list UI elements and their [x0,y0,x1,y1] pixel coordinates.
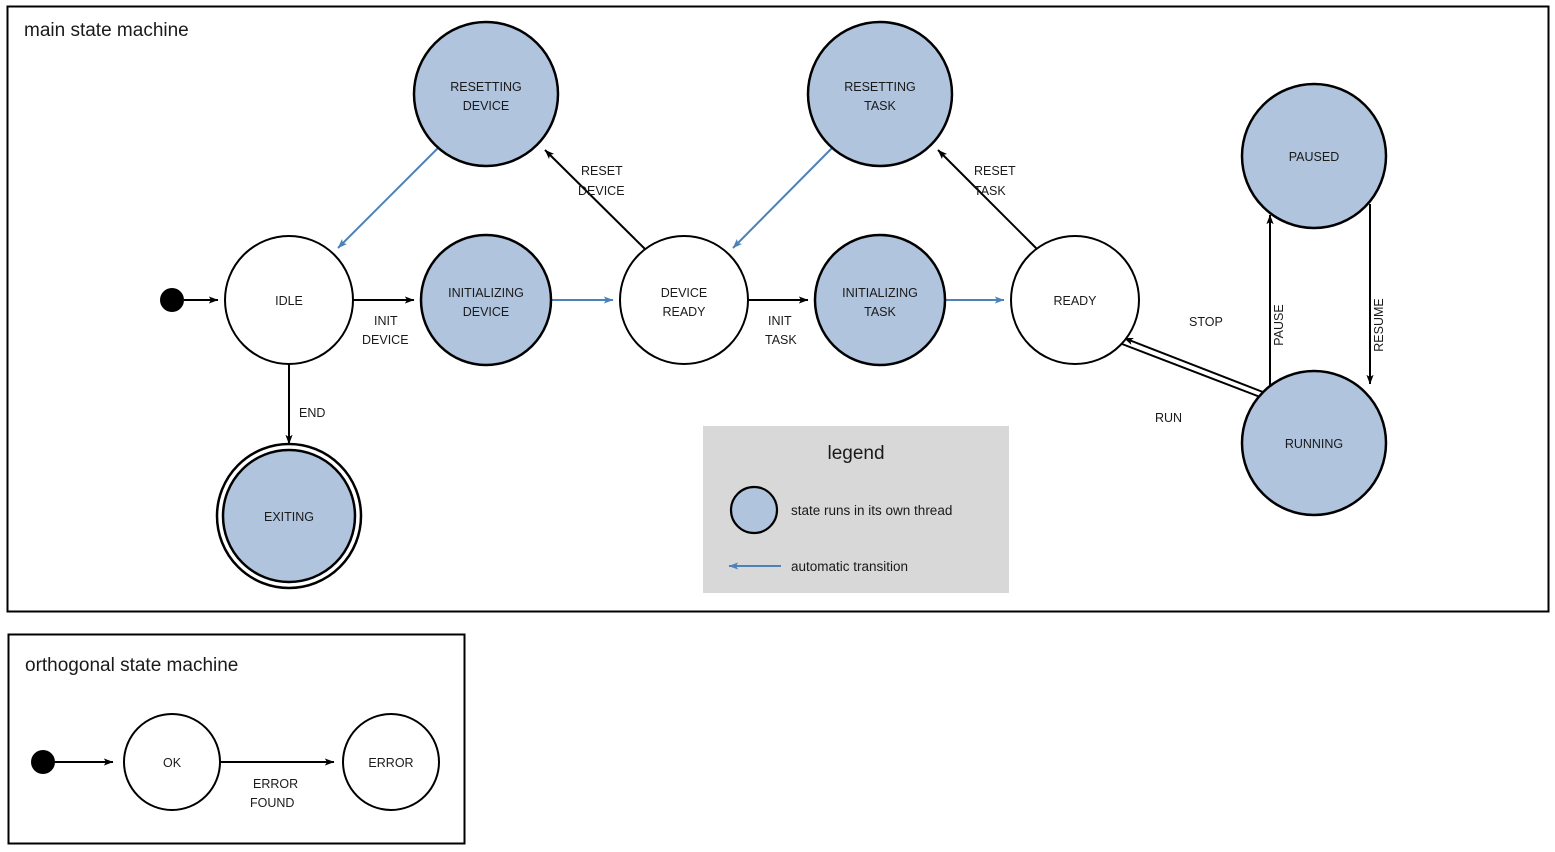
transition-label-reset-task: RESET TASK [974,164,1016,198]
state-resetting-task-label-1: RESETTING [844,80,916,94]
legend-item-automatic-transition: automatic transition [728,559,908,574]
state-resetting-device-label-2: DEVICE [463,99,510,113]
state-initializing-device-label-1: INITIALIZING [448,286,524,300]
svg-text:ERROR: ERROR [253,777,298,791]
transition-device-ready-to-resetting-device [544,149,646,250]
transition-label-pause: PAUSE [1272,304,1286,345]
state-resetting-task-label-2: TASK [864,99,896,113]
state-exiting-label: EXITING [264,510,314,524]
initial-state-marker [160,288,184,312]
state-initializing-task[interactable]: INITIALIZING TASK [813,233,947,367]
legend-title: legend [827,443,884,464]
state-device-ready[interactable]: DEVICE READY [619,235,749,365]
state-initializing-device-label-2: DEVICE [463,305,510,319]
svg-text:TASK: TASK [974,184,1006,198]
transition-label-end: END [299,406,325,420]
state-device-ready-label-2: READY [662,305,706,319]
main-frame-title: main state machine [24,20,189,41]
orthogonal-state-error[interactable]: ERROR [342,713,440,811]
state-exiting[interactable]: EXITING [215,442,363,590]
state-ready[interactable]: READY [1010,235,1140,365]
transition-label-reset-device: RESET DEVICE [578,164,625,198]
transition-resetting-task-to-device-ready [732,147,833,249]
transition-running-to-ready [1123,337,1269,395]
legend-panel: legend state runs in its own thread auto… [703,426,1009,593]
state-initializing-task-label-2: TASK [864,305,896,319]
orthogonal-state-error-label: ERROR [368,756,413,770]
orthogonal-initial-state-marker [31,750,55,774]
legend-item-automatic-transition-label: automatic transition [791,559,908,574]
orthogonal-state-ok[interactable]: OK [123,713,221,811]
svg-text:RESET: RESET [974,164,1016,178]
state-running[interactable]: RUNNING [1240,369,1388,517]
state-resetting-device-label-1: RESETTING [450,80,522,94]
state-idle-label: IDLE [275,294,303,308]
state-resetting-task[interactable]: RESETTING TASK [806,20,954,168]
transition-label-init-device: INIT DEVICE [362,314,409,347]
transition-label-stop: STOP [1189,315,1223,329]
svg-text:RESET: RESET [581,164,623,178]
transition-resetting-device-to-idle [337,147,439,249]
state-resetting-device[interactable]: RESETTING DEVICE [412,20,560,168]
orthogonal-state-ok-label: OK [163,756,182,770]
transition-label-resume: RESUME [1372,298,1386,351]
state-device-ready-label-1: DEVICE [661,286,708,300]
transition-label-init-task: INIT TASK [765,314,797,347]
svg-text:DEVICE: DEVICE [578,184,625,198]
transition-ready-to-resetting-task [937,149,1038,250]
svg-text:FOUND: FOUND [250,796,294,810]
svg-text:TASK: TASK [765,333,797,347]
legend-item-thread-state: state runs in its own thread [729,485,952,535]
svg-text:DEVICE: DEVICE [362,333,409,347]
thread-state-icon [729,485,779,535]
svg-text:INIT: INIT [768,314,792,328]
state-ready-label: READY [1053,294,1097,308]
orthogonal-frame-title: orthogonal state machine [25,655,238,676]
legend-item-thread-state-label: state runs in its own thread [791,503,952,518]
svg-text:INIT: INIT [374,314,398,328]
state-initializing-device[interactable]: INITIALIZING DEVICE [419,233,553,367]
state-paused-label: PAUSED [1289,150,1339,164]
transition-ready-to-running [1121,343,1269,401]
state-idle[interactable]: IDLE [224,235,354,365]
state-initializing-task-label-1: INITIALIZING [842,286,918,300]
orthogonal-transition-label-error-found: ERROR FOUND [250,777,298,810]
state-paused[interactable]: PAUSED [1240,82,1388,230]
state-running-label: RUNNING [1285,437,1343,451]
transition-label-run: RUN [1155,411,1182,425]
